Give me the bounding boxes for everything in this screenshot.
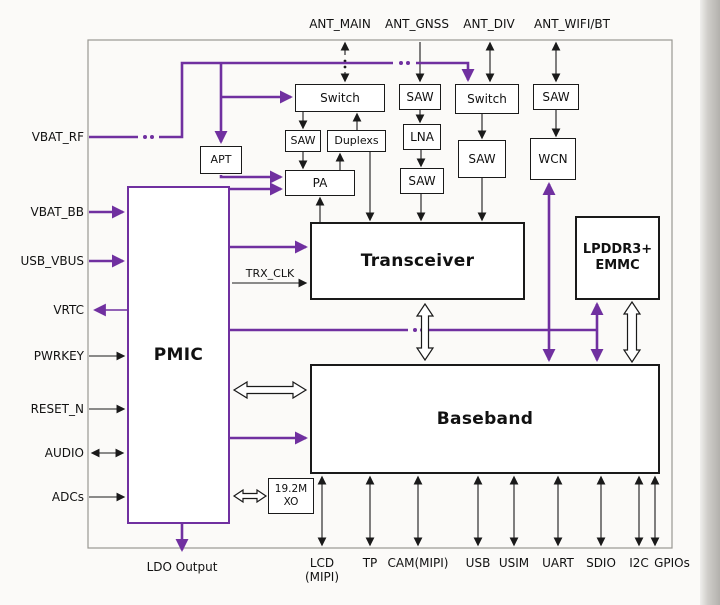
bus-mem-baseband <box>622 300 642 364</box>
block-wcn: WCN <box>530 138 576 180</box>
port-vbat-bb: VBAT_BB <box>30 205 84 219</box>
block-apt: APT <box>200 146 242 174</box>
port-adcs: ADCs <box>51 490 84 504</box>
block-memory: LPDDR3+ EMMC <box>575 216 660 300</box>
port-ant-gnss: ANT_GNSS <box>384 17 450 31</box>
bus-pmic-baseband <box>232 380 308 400</box>
port-i2c-sdio: SDIO <box>586 556 616 570</box>
label-ldo-output: LDO Output <box>146 560 218 574</box>
port-reset-n: RESET_N <box>30 402 84 416</box>
port-ant-div: ANT_DIV <box>463 17 515 31</box>
bus-pmic-xo <box>232 488 268 504</box>
port-gpios: GPIOs <box>654 556 690 570</box>
port-uart: UART <box>542 556 574 570</box>
label-trx-clk: TRX_CLK <box>245 267 295 280</box>
block-baseband: Baseband <box>310 364 660 474</box>
block-saw-wifi: SAW <box>533 84 579 110</box>
bus-trx-baseband <box>415 302 435 362</box>
port-usb: USB <box>465 556 491 570</box>
diagram-frame <box>87 39 673 549</box>
block-switch-div: Switch <box>455 84 519 114</box>
port-vbat-rf: VBAT_RF <box>31 130 84 144</box>
block-pa: PA <box>285 170 355 196</box>
block-saw-gnss: SAW <box>399 84 441 110</box>
port-usim: USIM <box>498 556 530 570</box>
block-saw-lna: SAW <box>400 168 444 194</box>
break-dots-black <box>343 59 347 69</box>
block-saw-main: SAW <box>285 130 321 152</box>
block-switch-main: Switch <box>295 84 385 112</box>
port-ant-wifi-bt: ANT_WIFI/BT <box>534 17 610 31</box>
block-pmic: PMIC <box>127 186 230 524</box>
black-signal-wires <box>89 41 660 547</box>
block-lna: LNA <box>403 124 441 150</box>
wire-apt-pa <box>219 170 283 184</box>
port-lcd-mipi: LCD (MIPI) <box>304 556 340 584</box>
port-usb-vbus: USB_VBUS <box>20 254 84 268</box>
port-pwrkey: PWRKEY <box>33 349 84 363</box>
block-duplexer: Duplexs <box>327 130 386 152</box>
block-transceiver: Transceiver <box>310 222 525 300</box>
block-xo: 19.2M XO <box>268 478 314 514</box>
purple-power-wires <box>89 61 604 552</box>
port-tp: TP <box>362 556 378 570</box>
port-ant-main: ANT_MAIN <box>309 17 371 31</box>
block-saw-div: SAW <box>458 140 506 178</box>
page-edge-shadow <box>700 0 720 605</box>
port-vrtc: VRTC <box>53 303 84 317</box>
port-i2c: I2C <box>629 556 649 570</box>
wire-vbat-rf-b <box>159 61 393 139</box>
port-cam-mipi: CAM(MIPI) <box>387 556 449 570</box>
port-audio: AUDIO <box>44 446 84 460</box>
bus-arrows <box>232 300 642 504</box>
wire-vbat-rf-c <box>416 61 475 82</box>
